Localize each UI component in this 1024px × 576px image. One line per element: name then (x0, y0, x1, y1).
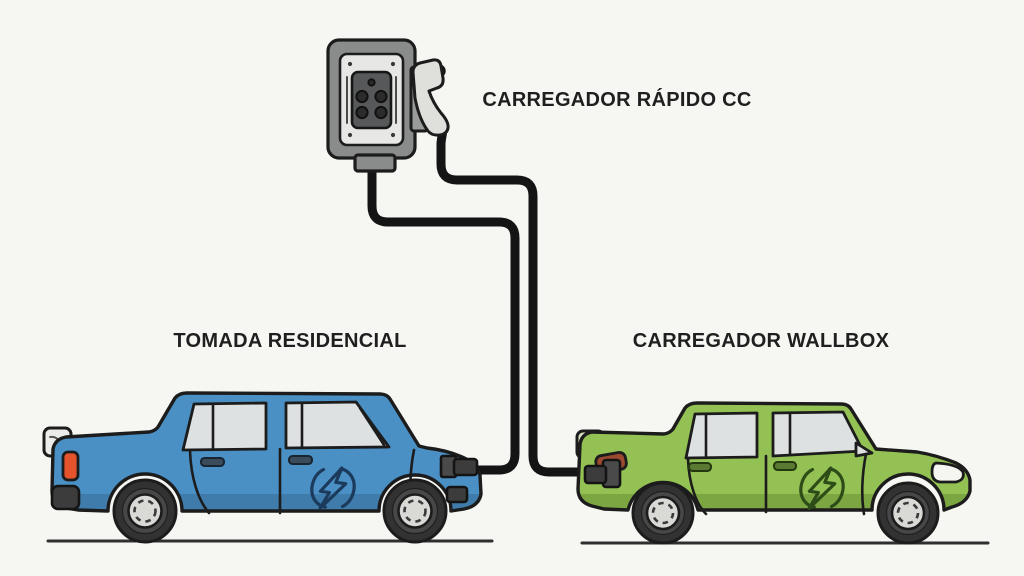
taillight (61, 450, 80, 482)
label-residential-outlet: TOMADA RESIDENCIAL (173, 330, 407, 352)
charging-cable-icon (367, 122, 592, 477)
door-handle (200, 457, 225, 467)
rear-bumper-block (50, 484, 81, 511)
gun-handle (411, 58, 450, 137)
wall-cable-to-blue-car (367, 164, 520, 475)
rear-wheel (631, 481, 695, 545)
car-body (52, 393, 481, 511)
label-dc-fast-charger: CARREGADOR RÁPIDO CC (482, 89, 752, 111)
door-handle (688, 462, 712, 472)
rear-wheel (112, 478, 178, 544)
charge-port-plug (583, 458, 622, 489)
ccs-socket-icon (350, 70, 393, 130)
side-windows (684, 410, 874, 460)
charge-port-plug (439, 454, 479, 504)
gun-cable-to-green-car (436, 122, 592, 477)
lightning-bolt-logo-icon (310, 466, 356, 510)
front-wheel (876, 481, 940, 545)
side-windows (181, 400, 391, 452)
headlight (930, 461, 965, 484)
rear-door-seam (188, 449, 211, 515)
door-handle (288, 455, 313, 465)
label-wallbox-charger: CARREGADOR WALLBOX (632, 330, 890, 352)
front-door-seam (860, 452, 868, 516)
front-wheel (382, 478, 448, 544)
charging-gun-icon (409, 58, 450, 137)
green-ev-sedan-icon (575, 401, 990, 545)
lightning-bolt-logo-icon (799, 466, 845, 510)
station-bottom-tab (353, 153, 397, 173)
door-handle (773, 461, 797, 471)
blue-ev-sedan-icon (42, 391, 494, 544)
wallbox-charging-station-icon (326, 38, 450, 173)
